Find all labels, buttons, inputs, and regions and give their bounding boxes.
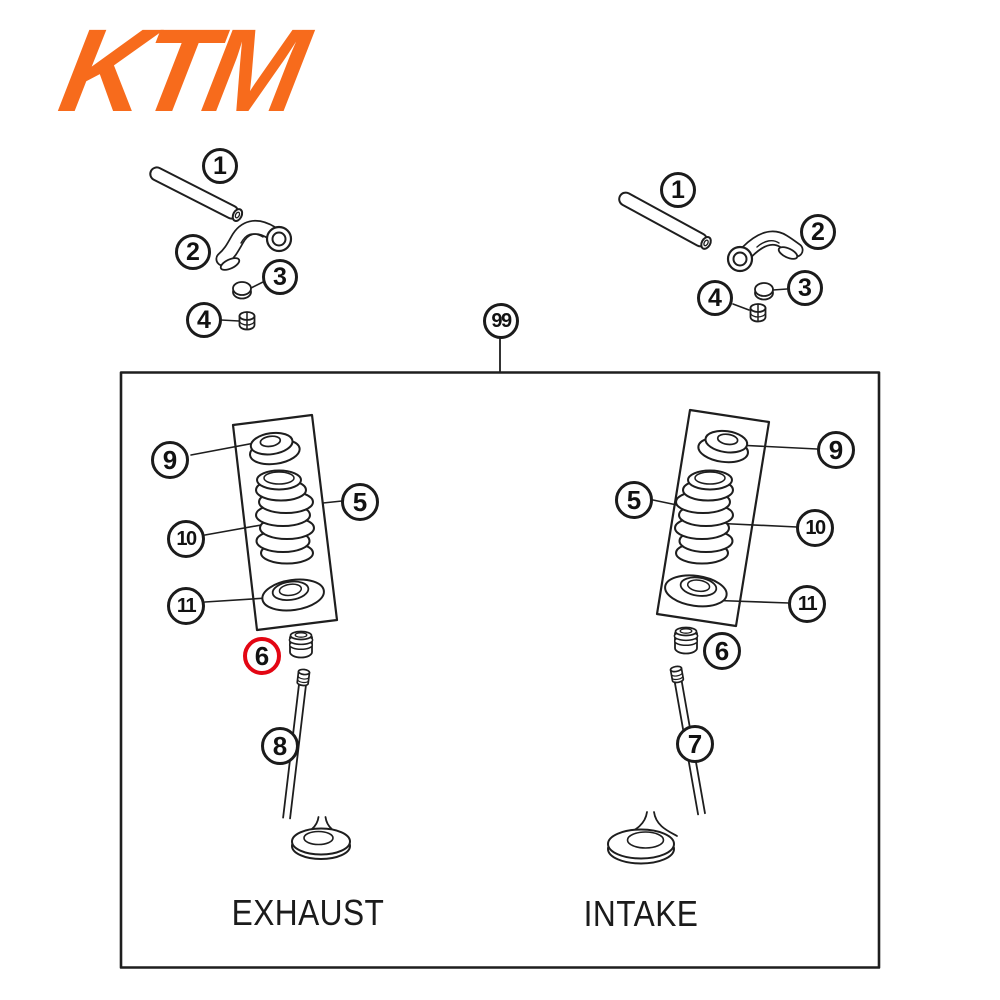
exhaust-caption: EXHAUST	[231, 892, 385, 933]
callout-exhaust-spring[interactable]: 10	[167, 520, 205, 558]
assembly-outline-box	[119, 371, 881, 969]
callout-right-clip[interactable]: 4	[697, 280, 733, 316]
callout-left-pad[interactable]: 3	[262, 259, 298, 295]
right-rocker-arm-drawing	[726, 230, 804, 273]
leader-right-clip	[732, 303, 750, 311]
leader-left-pad	[250, 281, 264, 289]
callout-intake-valve[interactable]: 7	[676, 725, 714, 763]
intake-stem-seal-drawing	[673, 626, 699, 655]
intake-caption: INTAKE	[583, 893, 699, 934]
callout-exhaust-seat[interactable]: 11	[167, 587, 205, 625]
callout-exhaust-spring-kit[interactable]: 5	[341, 483, 379, 521]
leader-right-pad	[772, 288, 788, 291]
intake-spring-drawing	[674, 469, 734, 565]
right-rocker-shaft-drawing	[618, 191, 712, 250]
left-rocker-shaft-drawing	[149, 166, 244, 222]
callout-left-clip[interactable]: 4	[186, 302, 222, 338]
exhaust-seat-drawing	[261, 578, 325, 612]
callout-left-rocker-arm[interactable]: 2	[175, 234, 211, 270]
callout-right-shaft[interactable]: 1	[660, 172, 696, 208]
callout-intake-stem-seal[interactable]: 6	[703, 632, 741, 670]
callout-right-rocker-arm[interactable]: 2	[800, 214, 836, 250]
callout-exhaust-retainer[interactable]: 9	[151, 441, 189, 479]
intake-retainer-drawing	[697, 429, 749, 464]
callout-exhaust-stem-seal-highlighted[interactable]: 6	[243, 637, 281, 675]
callout-intake-spring-kit[interactable]: 5	[615, 481, 653, 519]
callout-left-shaft[interactable]: 1	[202, 148, 238, 184]
callout-exhaust-valve[interactable]: 8	[261, 727, 299, 765]
intake-valve-drawing	[607, 665, 706, 865]
callout-intake-retainer[interactable]: 9	[817, 431, 855, 469]
callout-intake-seat[interactable]: 11	[788, 585, 826, 623]
callout-assembly-99[interactable]: 99	[483, 303, 519, 339]
right-clip-drawing	[749, 303, 767, 323]
left-pad-drawing	[232, 281, 252, 300]
right-pad-drawing	[754, 282, 774, 301]
exhaust-valve-drawing	[282, 668, 351, 860]
callout-right-pad[interactable]: 3	[787, 270, 823, 306]
exhaust-retainer-drawing	[249, 431, 301, 466]
left-rocker-arm-drawing	[215, 219, 293, 271]
left-clip-drawing	[238, 311, 256, 331]
exhaust-spring-drawing	[255, 469, 315, 565]
callout-intake-spring[interactable]: 10	[796, 509, 834, 547]
exhaust-stem-seal-drawing	[288, 630, 314, 659]
leader-left-clip	[220, 319, 240, 322]
intake-seat-drawing	[664, 574, 728, 608]
